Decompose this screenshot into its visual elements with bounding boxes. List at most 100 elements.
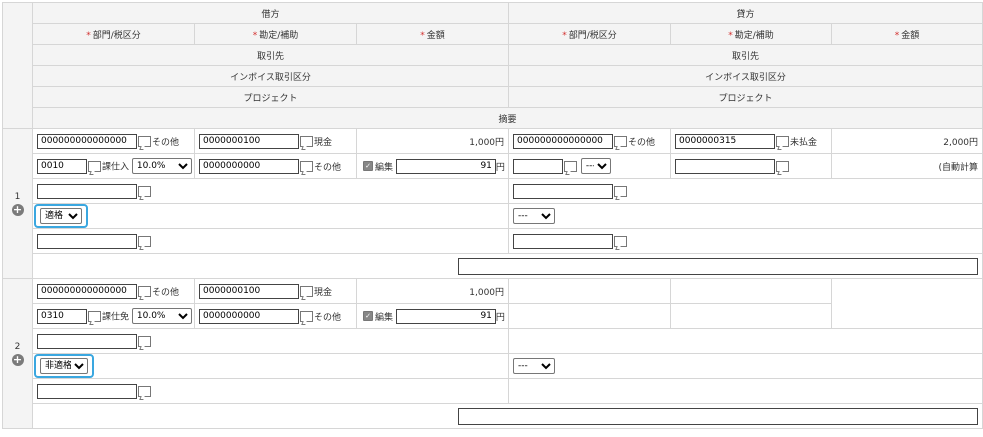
entry-row bbox=[3, 378, 983, 404]
credit-empty-cell bbox=[508, 278, 672, 304]
memo-icon[interactable] bbox=[776, 135, 790, 147]
debit-tax-cell: 課仕免 10.0% bbox=[32, 303, 195, 329]
required-mark: * bbox=[728, 30, 733, 41]
debit-dept-cell: その他 bbox=[32, 128, 195, 154]
summary-input[interactable] bbox=[458, 407, 979, 425]
credit-sub-code-input[interactable] bbox=[675, 158, 776, 174]
credit-project-input[interactable] bbox=[513, 233, 614, 249]
memo-icon[interactable] bbox=[138, 185, 151, 197]
memo-icon[interactable] bbox=[614, 185, 628, 197]
debit-account-name: 現金 bbox=[314, 137, 333, 148]
debit-project-header: プロジェクト bbox=[31, 86, 510, 108]
required-mark: * bbox=[420, 30, 425, 41]
debit-tax-name: 課仕免 bbox=[102, 312, 130, 323]
credit-tax-code-input[interactable] bbox=[513, 158, 564, 174]
debit-tax-amount-input[interactable] bbox=[395, 158, 496, 174]
credit-account-code-input[interactable] bbox=[675, 133, 776, 149]
credit-dept-code-input[interactable] bbox=[513, 133, 614, 149]
invoice-highlight: 非適格 bbox=[34, 354, 94, 378]
debit-tax-code-input[interactable] bbox=[37, 308, 87, 324]
journal-entry-grid: 借方 貸方 *部門/税区分 *勘定/補助 *金額 *部門/税区分 *勘定/補助 … bbox=[2, 2, 983, 429]
debit-invoice-select[interactable]: 非適格 bbox=[40, 358, 88, 374]
memo-icon[interactable] bbox=[138, 285, 151, 297]
credit-partner-input[interactable] bbox=[513, 183, 614, 199]
debit-amount: 1,000円 bbox=[355, 128, 510, 154]
credit-invoice-header: インボイス取引区分 bbox=[508, 65, 983, 87]
memo-icon[interactable] bbox=[138, 235, 151, 247]
debit-account-code-input[interactable] bbox=[199, 133, 299, 149]
debit-account-cell: 現金 bbox=[194, 278, 357, 304]
credit-invoice-select[interactable]: --- bbox=[513, 208, 556, 224]
memo-icon[interactable] bbox=[138, 335, 151, 347]
memo-icon[interactable] bbox=[300, 160, 313, 172]
debit-account-code-input[interactable] bbox=[199, 283, 299, 299]
memo-icon[interactable] bbox=[614, 135, 628, 147]
debit-amount: 1,000円 bbox=[355, 278, 510, 304]
debit-tax-name: 課仕入 bbox=[102, 162, 130, 173]
credit-empty-cell bbox=[831, 278, 983, 329]
memo-icon[interactable] bbox=[88, 310, 101, 322]
debit-tax-rate-select[interactable]: 10.0% bbox=[131, 308, 192, 324]
debit-header: 借方 bbox=[31, 2, 510, 24]
debit-tax-rate-select[interactable]: 10.0% bbox=[131, 158, 192, 174]
entry-row bbox=[3, 178, 983, 204]
debit-tax-code-input[interactable] bbox=[37, 158, 87, 174]
memo-icon[interactable] bbox=[300, 285, 313, 297]
credit-tax-cell: --- bbox=[508, 153, 672, 179]
debit-dept-cell: その他 bbox=[32, 278, 195, 304]
debit-invoice-select[interactable]: 適格 bbox=[40, 208, 82, 224]
debit-partner-cell bbox=[31, 328, 510, 354]
add-row-icon[interactable]: + bbox=[11, 202, 24, 216]
debit-dept-code-input[interactable] bbox=[37, 283, 137, 299]
debit-sub-cell: その他 bbox=[194, 303, 357, 329]
debit-dept-name: その他 bbox=[152, 137, 180, 148]
debit-partner-cell bbox=[31, 178, 510, 204]
memo-icon[interactable] bbox=[776, 160, 790, 172]
debit-sub-code-input[interactable] bbox=[199, 308, 299, 324]
debit-tax-amount-cell: ✓編集 円 bbox=[355, 153, 510, 179]
summary-cell bbox=[31, 403, 983, 429]
credit-header: 貸方 bbox=[508, 2, 983, 24]
entry-row: 2 + その他 現金 1,000円 bbox=[2, 278, 983, 429]
required-mark: * bbox=[86, 30, 91, 41]
add-row-icon[interactable]: + bbox=[11, 352, 24, 366]
debit-project-input[interactable] bbox=[37, 233, 137, 249]
memo-icon[interactable] bbox=[138, 385, 151, 397]
debit-tax-cell: 課仕入 10.0% bbox=[32, 153, 195, 179]
credit-project-header: プロジェクト bbox=[508, 86, 983, 108]
required-mark: * bbox=[562, 30, 567, 41]
edit-checkbox[interactable]: ✓ bbox=[363, 311, 373, 321]
debit-project-input[interactable] bbox=[37, 383, 137, 399]
debit-dept-code-input[interactable] bbox=[37, 133, 137, 149]
credit-dept-tax-header: *部門/税区分 bbox=[508, 23, 672, 45]
memo-icon[interactable] bbox=[614, 235, 628, 247]
debit-sub-cell: その他 bbox=[194, 153, 357, 179]
credit-tax-rate-select[interactable]: --- bbox=[580, 158, 611, 174]
summary-input[interactable] bbox=[458, 257, 979, 275]
credit-empty-cell bbox=[670, 278, 833, 304]
edit-checkbox[interactable]: ✓ bbox=[363, 161, 373, 171]
entry-row bbox=[3, 328, 983, 354]
credit-empty-cell bbox=[508, 378, 983, 404]
credit-invoice-select[interactable]: --- bbox=[513, 358, 556, 374]
memo-icon[interactable] bbox=[138, 135, 151, 147]
entry-row: 非適格 --- bbox=[3, 353, 983, 379]
debit-project-cell bbox=[31, 378, 510, 404]
credit-project-cell bbox=[508, 228, 983, 254]
debit-tax-amount-input[interactable] bbox=[395, 308, 496, 324]
memo-icon[interactable] bbox=[300, 135, 313, 147]
entry-number: 1 bbox=[14, 191, 21, 202]
debit-sub-code-input[interactable] bbox=[199, 158, 299, 174]
debit-dept-name: その他 bbox=[152, 287, 180, 298]
memo-icon[interactable] bbox=[300, 310, 313, 322]
memo-icon[interactable] bbox=[564, 160, 578, 172]
debit-partner-input[interactable] bbox=[37, 183, 137, 199]
edit-label: 編集 bbox=[375, 162, 394, 173]
credit-partner-header: 取引先 bbox=[508, 44, 983, 66]
debit-partner-input[interactable] bbox=[37, 333, 137, 349]
memo-icon[interactable] bbox=[88, 160, 101, 172]
yen-label: 円 bbox=[495, 162, 505, 173]
edit-label: 編集 bbox=[375, 312, 394, 323]
credit-amount-header: *金額 bbox=[831, 23, 983, 45]
